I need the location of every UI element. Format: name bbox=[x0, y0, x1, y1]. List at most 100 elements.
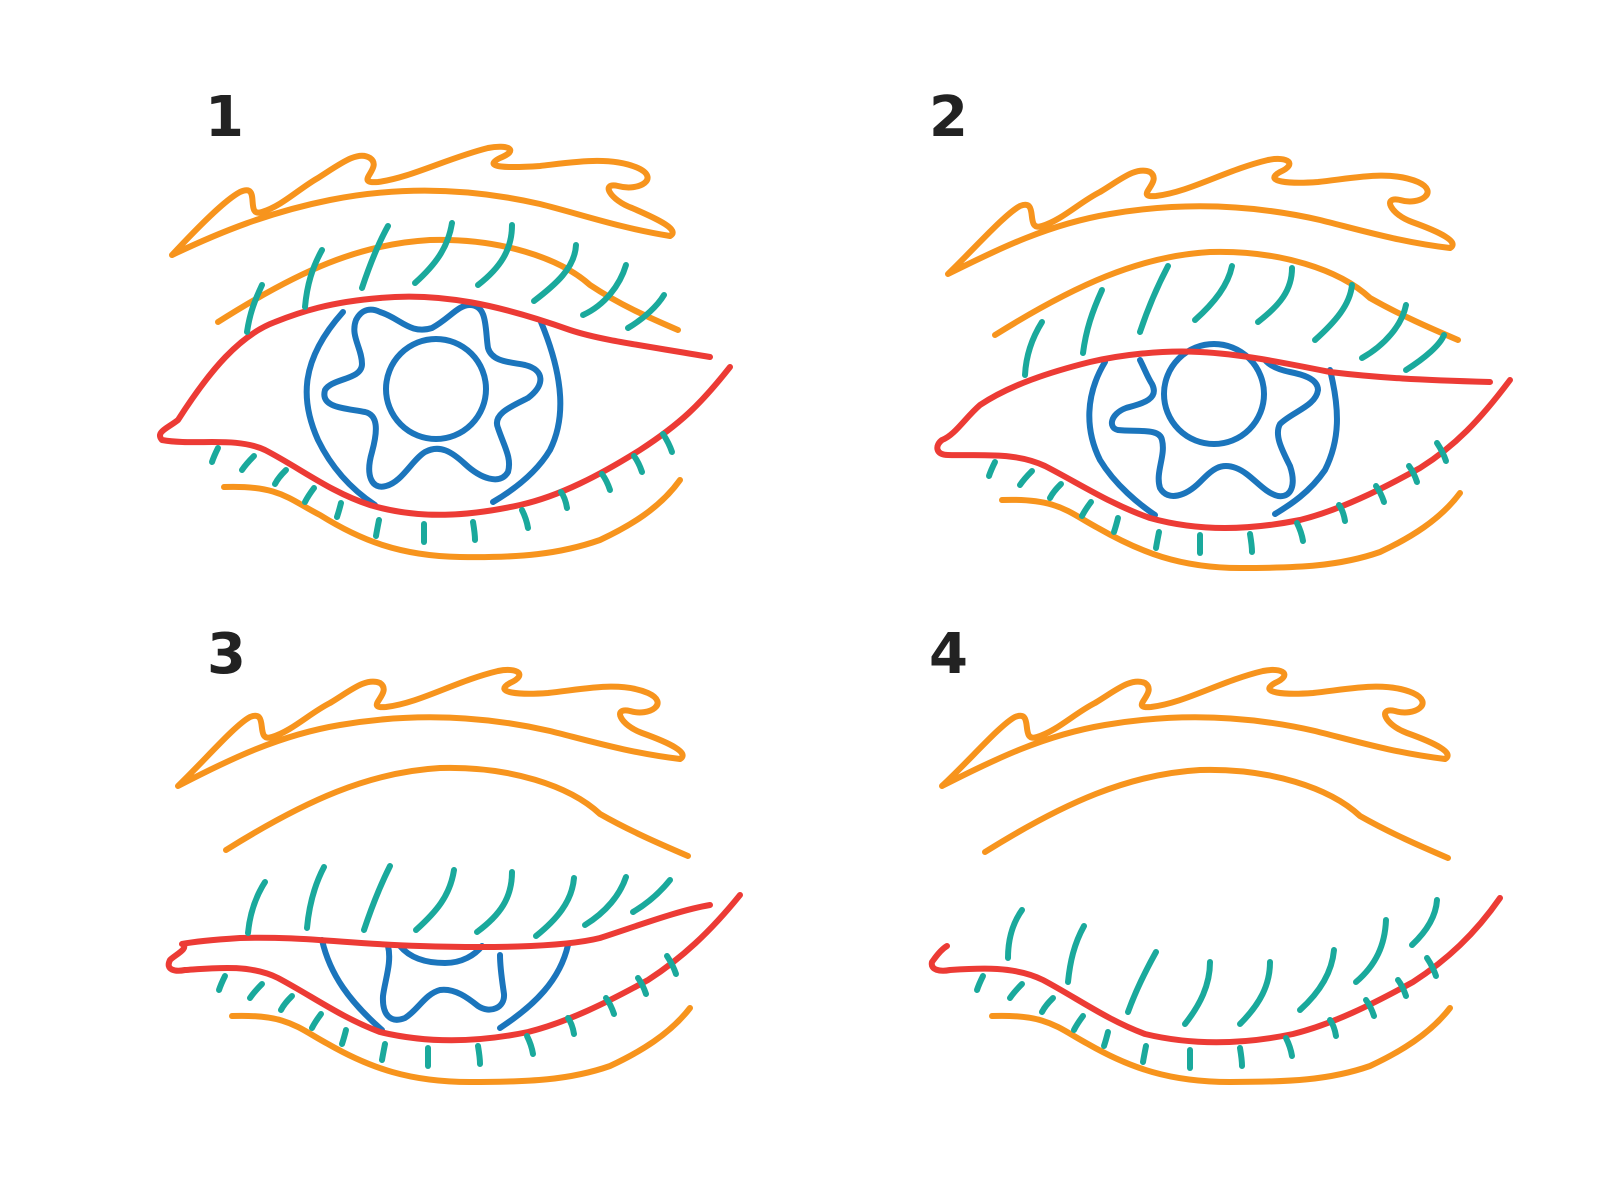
upper-lash bbox=[475, 222, 515, 288]
lower-lash bbox=[1294, 520, 1306, 544]
lower-lash bbox=[239, 453, 257, 473]
upper-lash bbox=[1080, 287, 1105, 356]
lash bbox=[1125, 949, 1159, 1015]
panel-3-eyelid bbox=[165, 892, 743, 1044]
upper-lash bbox=[412, 220, 455, 286]
iris-left-arc bbox=[319, 937, 385, 1033]
lower-lash bbox=[1047, 481, 1064, 501]
upper-lash bbox=[1403, 332, 1447, 373]
lower-lash bbox=[1373, 483, 1387, 505]
upper-eyelid-line bbox=[934, 348, 1513, 531]
lower-lash bbox=[470, 519, 478, 543]
lower-eyelid-crease bbox=[221, 477, 683, 561]
panel-4-orange-lines bbox=[939, 667, 1453, 1085]
lower-lash bbox=[339, 1027, 349, 1047]
upper-lash bbox=[245, 879, 268, 936]
lower-lash bbox=[603, 995, 617, 1017]
pupil bbox=[1161, 341, 1267, 447]
lash bbox=[1065, 923, 1087, 985]
panel-3-orange-lines bbox=[175, 667, 693, 1085]
lash bbox=[1297, 947, 1337, 1013]
upper-lash bbox=[1137, 263, 1171, 335]
lower-lash bbox=[1101, 1029, 1111, 1049]
iris-right-arc bbox=[490, 319, 564, 505]
lower-lash bbox=[986, 459, 998, 479]
lash bbox=[1182, 959, 1213, 1027]
lower-lash bbox=[247, 981, 265, 1001]
lower-eyelid-crease bbox=[989, 1005, 1453, 1085]
eyebrow bbox=[939, 667, 1451, 789]
lower-lash bbox=[519, 507, 531, 531]
lower-lash bbox=[1007, 981, 1025, 1001]
lower-lash bbox=[599, 471, 613, 493]
lower-lash bbox=[475, 1043, 483, 1067]
upper-lash bbox=[302, 247, 325, 310]
lower-lash bbox=[1237, 1045, 1245, 1069]
panel-2: 2 bbox=[929, 85, 1513, 571]
upper-lash bbox=[304, 864, 327, 931]
upper-eyelid-crease bbox=[223, 764, 691, 859]
upper-lash bbox=[1312, 282, 1355, 343]
closed-eyelid-line bbox=[928, 895, 1503, 1046]
panel-3: 3 bbox=[165, 622, 743, 1085]
upper-lash bbox=[533, 875, 577, 939]
upper-eyelid-line bbox=[165, 892, 743, 1044]
upper-lash bbox=[1192, 263, 1235, 323]
lash bbox=[1353, 917, 1389, 985]
lower-lash bbox=[302, 485, 317, 505]
lower-lash bbox=[1395, 977, 1409, 999]
panel-2-iris bbox=[1086, 341, 1340, 518]
panel-number-1: 1 bbox=[205, 85, 244, 150]
lower-lash bbox=[1079, 499, 1094, 519]
lower-lash bbox=[1424, 955, 1439, 979]
panel-number-4: 4 bbox=[929, 622, 968, 687]
upper-lash bbox=[359, 223, 391, 291]
upper-eyelid-crease bbox=[982, 766, 1451, 861]
panel-3-iris bbox=[319, 937, 571, 1033]
lower-lash bbox=[1247, 531, 1255, 555]
panel-1-orange-lines bbox=[169, 143, 683, 561]
upper-lash bbox=[580, 262, 629, 318]
upper-lash bbox=[625, 292, 667, 331]
lower-lash bbox=[1017, 468, 1035, 488]
lower-lash bbox=[334, 500, 344, 520]
lower-lash bbox=[524, 1033, 536, 1057]
upper-lash bbox=[361, 863, 393, 933]
upper-lash bbox=[1359, 302, 1409, 361]
panel-2-lashes bbox=[986, 263, 1449, 556]
panel-4-lashes bbox=[974, 897, 1440, 1071]
iris-wavy-ring bbox=[379, 943, 507, 1023]
upper-lash bbox=[474, 869, 515, 935]
panel-1-iris bbox=[303, 302, 564, 508]
lower-lash bbox=[1363, 997, 1377, 1019]
panel-1-lashes bbox=[209, 220, 675, 545]
lower-lash bbox=[1071, 1013, 1086, 1033]
lower-lash bbox=[1140, 1043, 1149, 1065]
lower-lash bbox=[209, 445, 221, 465]
panel-2-eyelid bbox=[934, 348, 1513, 531]
lash bbox=[1409, 897, 1440, 948]
upper-lash bbox=[531, 242, 579, 304]
iris-right-arc bbox=[1272, 367, 1340, 517]
lash bbox=[1005, 907, 1025, 961]
lower-lash bbox=[216, 973, 228, 993]
lower-lash bbox=[373, 517, 382, 539]
eyebrow bbox=[169, 143, 676, 258]
lower-lash bbox=[1327, 1017, 1339, 1039]
lower-lash bbox=[309, 1011, 324, 1031]
panel-number-3: 3 bbox=[207, 622, 246, 687]
lower-lash bbox=[379, 1041, 388, 1063]
panel-1: 1 bbox=[157, 85, 733, 561]
lower-lash bbox=[631, 453, 645, 475]
lower-lash bbox=[1283, 1035, 1295, 1059]
iris-left-arc bbox=[303, 309, 378, 508]
upper-lash bbox=[582, 874, 629, 928]
lower-lash bbox=[272, 467, 289, 487]
upper-eyelid-crease bbox=[992, 248, 1461, 343]
pupil bbox=[383, 336, 489, 442]
iris-right-arc bbox=[497, 942, 571, 1031]
lower-lash bbox=[1153, 529, 1162, 551]
upper-lash bbox=[1022, 319, 1045, 378]
panel-4: 4 bbox=[928, 622, 1503, 1085]
